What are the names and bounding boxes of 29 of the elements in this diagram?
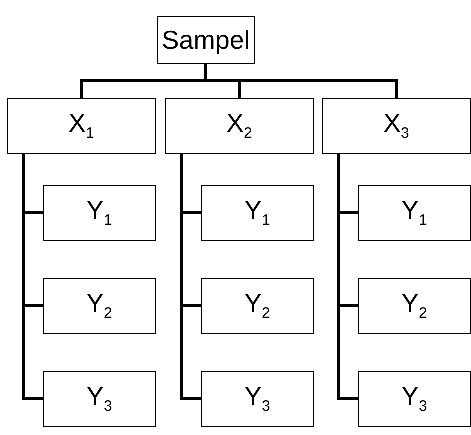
node-label: Y$_{2}$ [402,290,428,322]
node-label: Y$_{1}$ [86,197,112,229]
node-box [157,16,255,64]
node-label: Y$_{1}$ [244,197,270,229]
node-box [358,371,471,427]
node-label: Y$_{2}$ [244,290,270,322]
node-label: Y$_{3}$ [244,383,270,415]
node-box [201,185,314,241]
node-box [322,98,471,154]
node-box [165,98,314,154]
node-label: X$_{1}$ [68,110,94,142]
node-label: Y$_{3}$ [402,383,428,415]
node-box [201,371,314,427]
node-box [43,371,156,427]
node-label: Y$_{2}$ [86,290,112,322]
node-label: Y$_{3}$ [86,383,112,415]
node-label: Y$_{1}$ [402,197,428,229]
node-box [7,98,156,154]
connector-line [180,154,201,400]
node-label: X$_{3}$ [384,110,410,142]
node-label: X$_{2}$ [226,110,252,142]
connector-line [22,154,43,400]
connector-line [338,154,358,400]
node-box [358,278,471,334]
node-box [43,185,156,241]
node-box [43,278,156,334]
node-box [201,278,314,334]
node-box [358,185,471,241]
node-label: Sampel [162,27,250,53]
